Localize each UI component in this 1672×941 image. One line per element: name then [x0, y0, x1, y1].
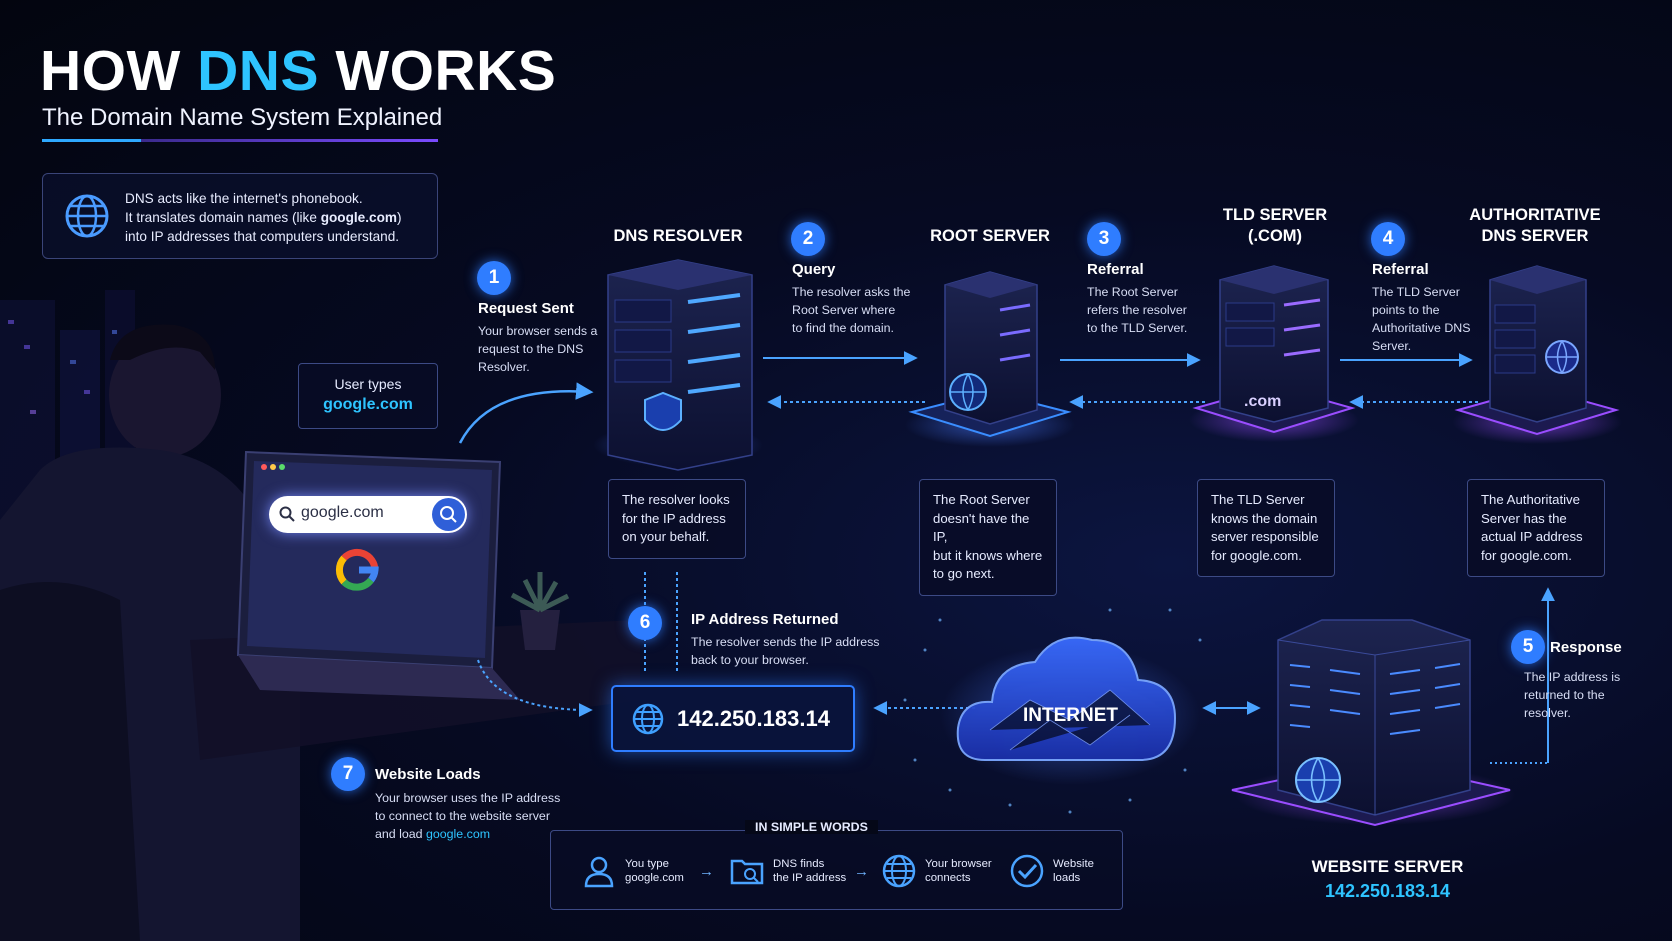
authoritative-server — [1489, 265, 1587, 423]
browser-search-input[interactable]: google.com — [269, 496, 467, 533]
step-3-badge: 3 — [1087, 222, 1121, 256]
step-6-badge: 6 — [628, 606, 662, 640]
step-4-title: Referral — [1372, 261, 1429, 278]
intro-text: DNS acts like the internet's phonebook. … — [125, 191, 402, 244]
dns-resolver-server — [607, 259, 753, 471]
subtitle-underline — [42, 139, 438, 142]
ip-address-box: 142.250.183.14 — [611, 685, 855, 752]
intro-box: DNS acts like the internet's phonebook. … — [42, 173, 438, 259]
website-server-ip: 142.250.183.14 — [1324, 881, 1451, 901]
step-2-badge: 2 — [791, 222, 825, 256]
search-text: google.com — [301, 504, 384, 521]
check-circle-icon — [1010, 854, 1044, 888]
website-server-title: WEBSITE SERVER — [1311, 857, 1464, 876]
ip-address: 142.250.183.14 — [677, 706, 830, 731]
globe-icon — [632, 703, 664, 735]
user-icon — [584, 856, 614, 888]
search-button[interactable] — [432, 498, 465, 531]
root-server — [944, 271, 1038, 425]
website-server — [1231, 619, 1515, 827]
internet-cloud — [940, 636, 1200, 785]
step-7-title: Website Loads — [375, 766, 481, 783]
step-7-badge: 7 — [331, 757, 365, 791]
step-5-badge: 5 — [1511, 630, 1545, 664]
simple-words-title: IN SIMPLE WORDS — [745, 820, 878, 834]
step-1-badge: 1 — [477, 261, 511, 295]
network-dots — [903, 608, 1202, 814]
tld-server-title: TLD SERVER(.COM) — [1222, 206, 1328, 245]
globe-icon — [65, 194, 109, 238]
google-link[interactable]: google.com — [425, 827, 491, 841]
internet-label: INTERNET — [1023, 705, 1118, 726]
tld-server: .com — [1219, 265, 1329, 423]
globe-icon — [882, 854, 916, 888]
step-1-title: Request Sent — [478, 300, 574, 317]
step-6-title: IP Address Returned — [691, 611, 839, 628]
page-subtitle: The Domain Name System Explained — [42, 104, 443, 131]
page-title: HOW DNS WORKS — [40, 39, 557, 103]
step-4-badge: 4 — [1371, 222, 1405, 256]
step-2-title: Query — [792, 261, 836, 278]
laptop — [236, 450, 520, 700]
google-logo — [335, 548, 379, 591]
arrow-right-icon: → — [854, 863, 869, 880]
step-3-title: Referral — [1087, 261, 1144, 278]
user-types-box: User types google.com — [298, 363, 438, 429]
folder-search-icon — [730, 859, 764, 885]
step-5-title: Response — [1550, 639, 1622, 656]
dns-resolver-title: DNS RESOLVER — [613, 227, 743, 245]
arrow-right-icon: → — [699, 863, 714, 880]
search-icon — [440, 506, 457, 523]
search-icon — [279, 506, 295, 522]
root-server-title: ROOT SERVER — [930, 227, 1050, 245]
tld-badge: .com — [1244, 393, 1281, 410]
plant — [510, 572, 570, 650]
